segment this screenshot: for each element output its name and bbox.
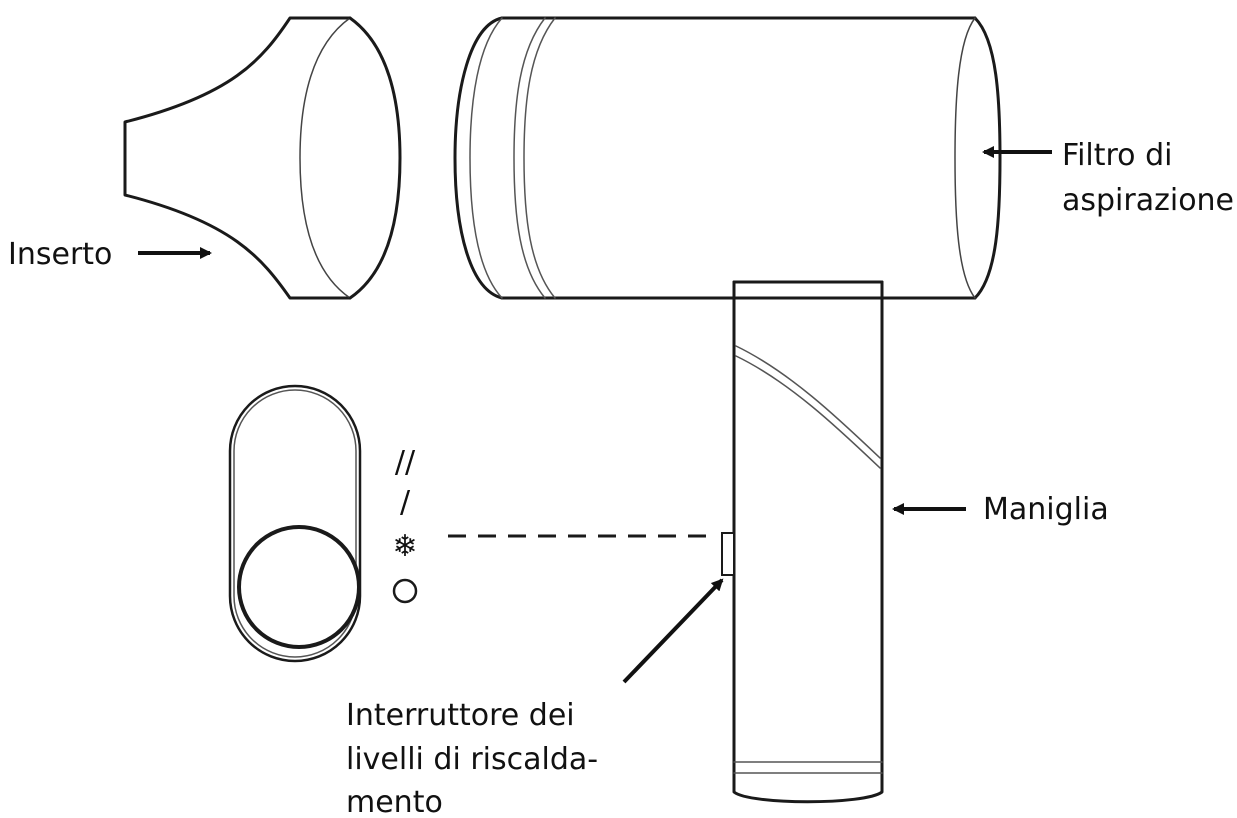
switch-knob [237, 525, 361, 649]
label-inserto: Inserto [8, 237, 112, 272]
switch-arrow [622, 578, 724, 684]
switch-position-off-icon [392, 578, 418, 604]
label-filtro-line1: Filtro di [1062, 138, 1172, 173]
intake-filter [954, 16, 1002, 300]
label-filtro-line2: aspirazione [1062, 183, 1234, 218]
heat-switch [721, 532, 735, 576]
label-switch-line3: mento [346, 785, 443, 818]
handle [721, 280, 884, 804]
snowflake-icon: ❄ [392, 529, 417, 564]
switch-position-high: // [395, 445, 416, 480]
switch-detail: // / ❄ [228, 384, 418, 663]
switch-position-low: / [400, 485, 411, 520]
nozzle-insert [123, 16, 402, 300]
label-switch-line2: livelli di riscalda- [346, 742, 598, 777]
label-maniglia: Maniglia [983, 492, 1109, 527]
label-switch-line1: Interruttore dei [346, 698, 575, 733]
dryer-body [453, 16, 977, 300]
